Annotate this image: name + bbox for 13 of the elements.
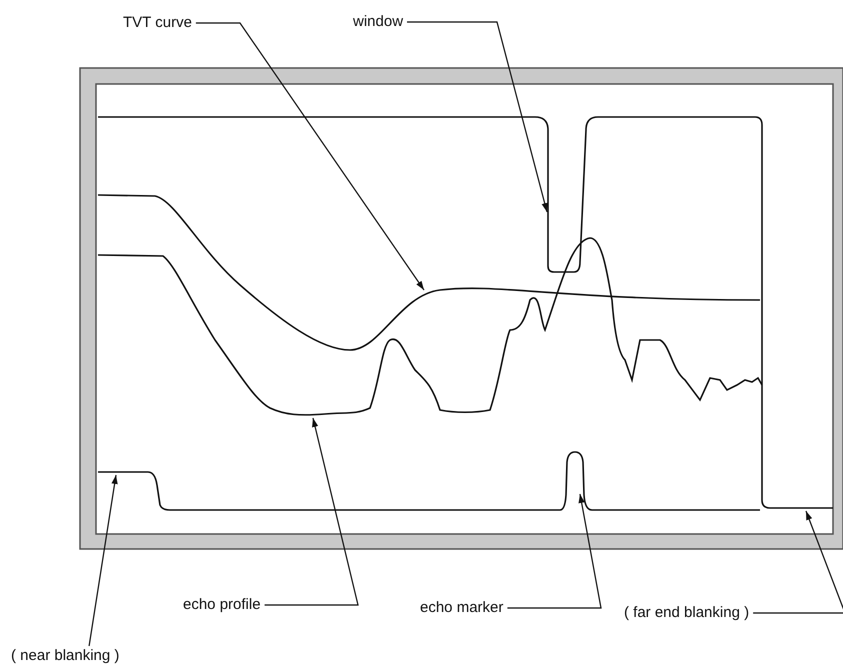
- leader-line: [264, 418, 359, 606]
- leader-line: [753, 510, 843, 614]
- callout-label: TVT curve: [123, 14, 192, 32]
- leader-line: [407, 21, 548, 212]
- leader-line: [507, 494, 602, 609]
- callout-label: ( near blanking ): [11, 647, 120, 665]
- callout-label: echo marker: [420, 599, 504, 617]
- callout-label: ( far end blanking ): [624, 604, 750, 622]
- window-trace-line: [98, 116, 833, 509]
- leader-line: [196, 22, 424, 290]
- callout-label: echo profile: [183, 596, 261, 614]
- callout-label: window: [353, 13, 404, 31]
- leader-line: [88, 474, 118, 646]
